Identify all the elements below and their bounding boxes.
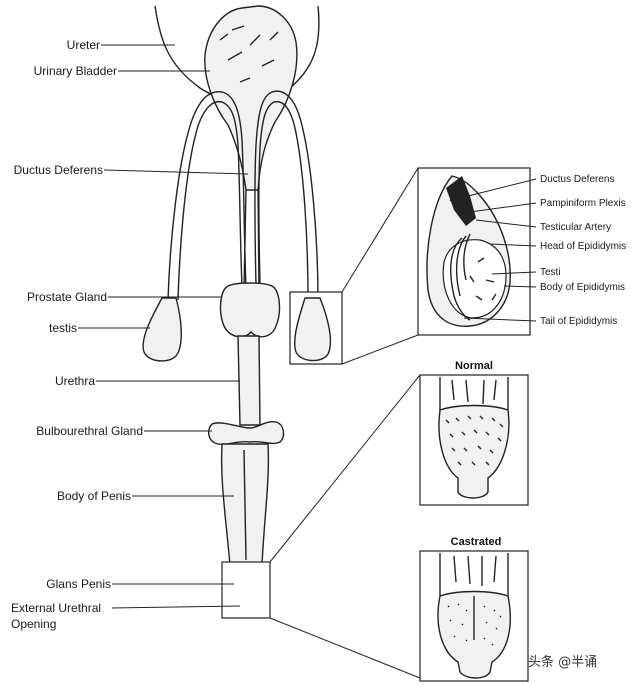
inset-label-body-of-epididymis: Body of Epididymis <box>540 282 625 293</box>
prostate-gland <box>219 282 281 338</box>
normal-inset-title: Normal <box>455 360 493 372</box>
urinary-bladder <box>204 5 298 191</box>
watermark: 头条 @半诵 <box>528 654 597 670</box>
label-urethra: Urethra <box>55 374 95 388</box>
main-anatomy <box>142 5 343 619</box>
spermatic-cord <box>446 176 476 226</box>
label-ductus-deferens: Ductus Deferens <box>14 163 103 177</box>
normal-glans <box>438 404 510 499</box>
label-urinary-bladder: Urinary Bladder <box>34 64 117 78</box>
inset-label-testicular-artery: Testicular Artery <box>540 222 611 233</box>
inset-label-tail-of-epididymis: Tail of Epididymis <box>540 316 617 327</box>
inset-label-testi: Testi <box>540 267 561 278</box>
inset-label-pampiniform-plexis: Pampiniform Plexis <box>540 198 626 209</box>
inset-label-ductus-deferens: Ductus Deferens <box>540 174 614 185</box>
main-leader-lines <box>78 44 249 609</box>
castrated-inset-title: Castrated <box>451 536 502 548</box>
glans-callout-box <box>221 561 271 619</box>
normal-glans-inset: Normal <box>419 360 529 506</box>
inset-label-head-of-epididymis: Head of Epididymis <box>540 241 626 252</box>
label-bulbourethral-gland: Bulbourethral Gland <box>36 424 143 438</box>
label-prostate-gland: Prostate Gland <box>27 290 107 304</box>
normal-shaft <box>439 377 509 410</box>
label-glans-penis: Glans Penis <box>46 577 111 591</box>
left-testis <box>142 297 182 362</box>
inset-connector-lines <box>269 167 421 679</box>
epididymis <box>450 233 471 321</box>
right-ductus-deferens <box>254 90 319 301</box>
testis-inset-labels: Ductus Deferens Pampiniform Plexis Testi… <box>540 174 626 327</box>
testis-inset-leader-lines <box>463 178 537 322</box>
label-external-urethral-opening-line2: Opening <box>11 617 56 631</box>
label-ureter: Ureter <box>67 38 100 52</box>
label-body-of-penis: Body of Penis <box>57 489 131 503</box>
label-external-urethral-opening-line1: External Urethral <box>11 601 101 615</box>
label-testis: testis <box>49 321 77 335</box>
main-labels: Ureter Urinary Bladder Ductus Deferens P… <box>11 38 143 631</box>
castrated-glans-inset: Castrated <box>419 536 529 682</box>
urethra <box>237 335 261 426</box>
castrated-shaft <box>439 553 509 596</box>
testis-inset <box>417 167 531 336</box>
right-testis-in-box <box>294 297 332 362</box>
bulbourethral-gland <box>207 420 285 446</box>
left-ductus-deferens <box>167 91 247 301</box>
